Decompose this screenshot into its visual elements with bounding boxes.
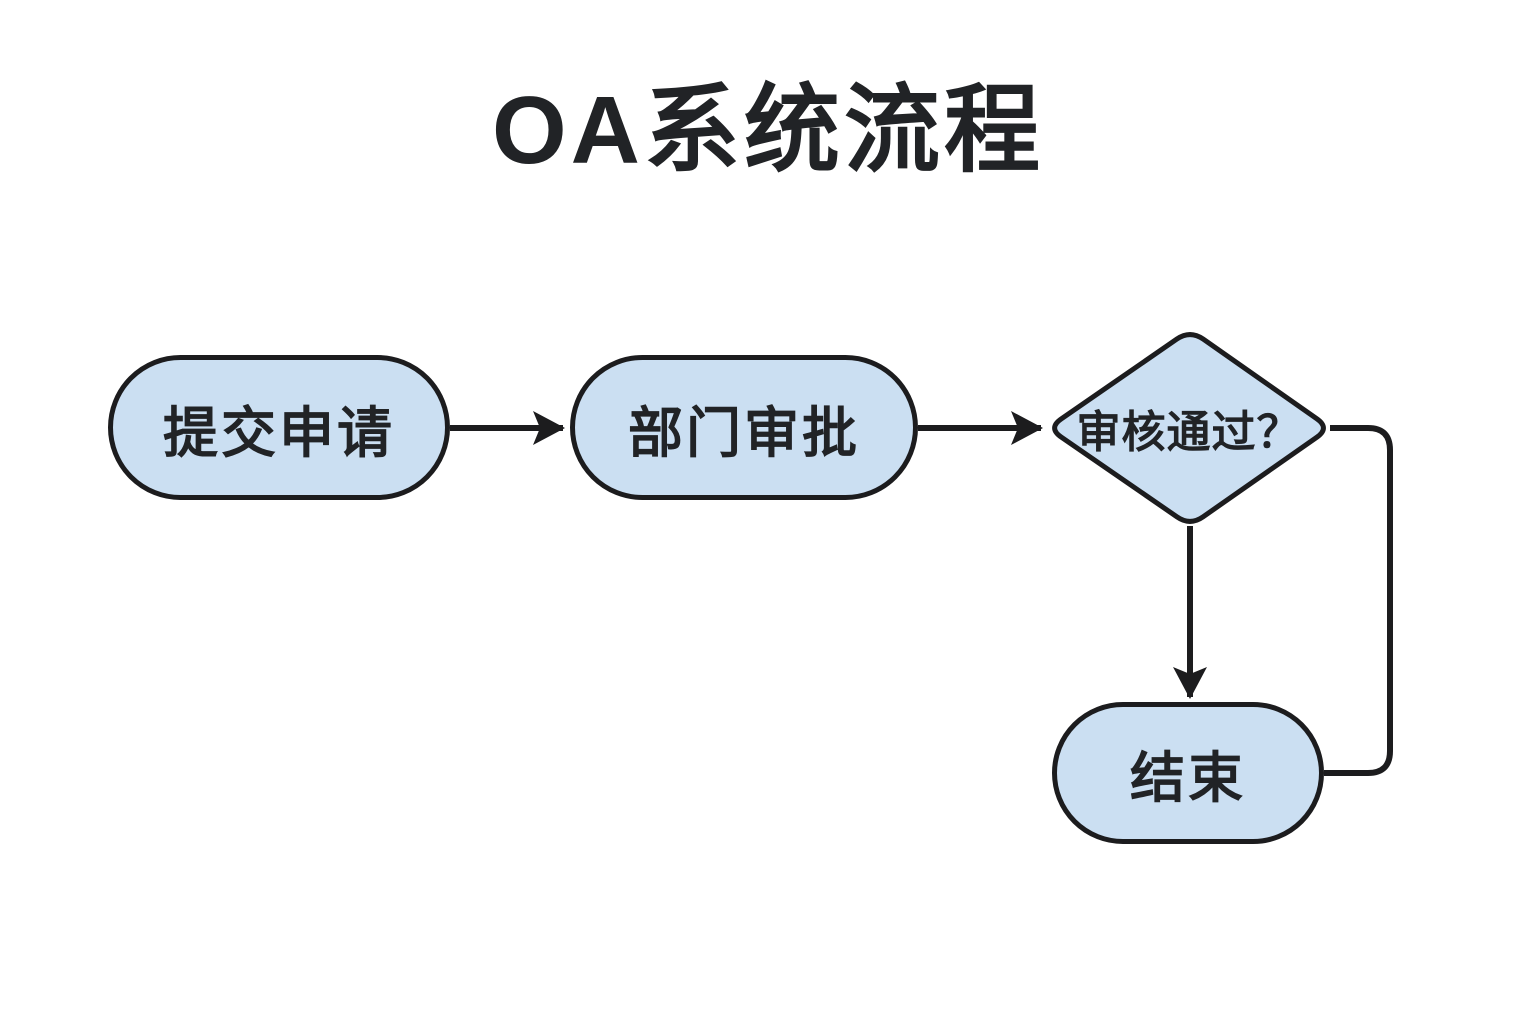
page-title: OA系统流程 bbox=[492, 77, 1044, 184]
node-end: 结束 bbox=[1052, 702, 1324, 844]
edge-decision-loop-to-end bbox=[1324, 425, 1393, 776]
node-end-label: 结束 bbox=[1129, 747, 1246, 809]
node-submit-application-label: 提交申请 bbox=[162, 401, 395, 464]
decision-node-shape bbox=[1052, 332, 1326, 524]
node-department-approval: 部门审批 bbox=[570, 355, 918, 500]
node-decision-label: 审核通过？ bbox=[1076, 408, 1302, 457]
node-department-approval-label: 部门审批 bbox=[627, 401, 860, 464]
node-decision: 审核通过？ bbox=[1048, 330, 1330, 526]
node-submit-application: 提交申请 bbox=[108, 355, 450, 500]
